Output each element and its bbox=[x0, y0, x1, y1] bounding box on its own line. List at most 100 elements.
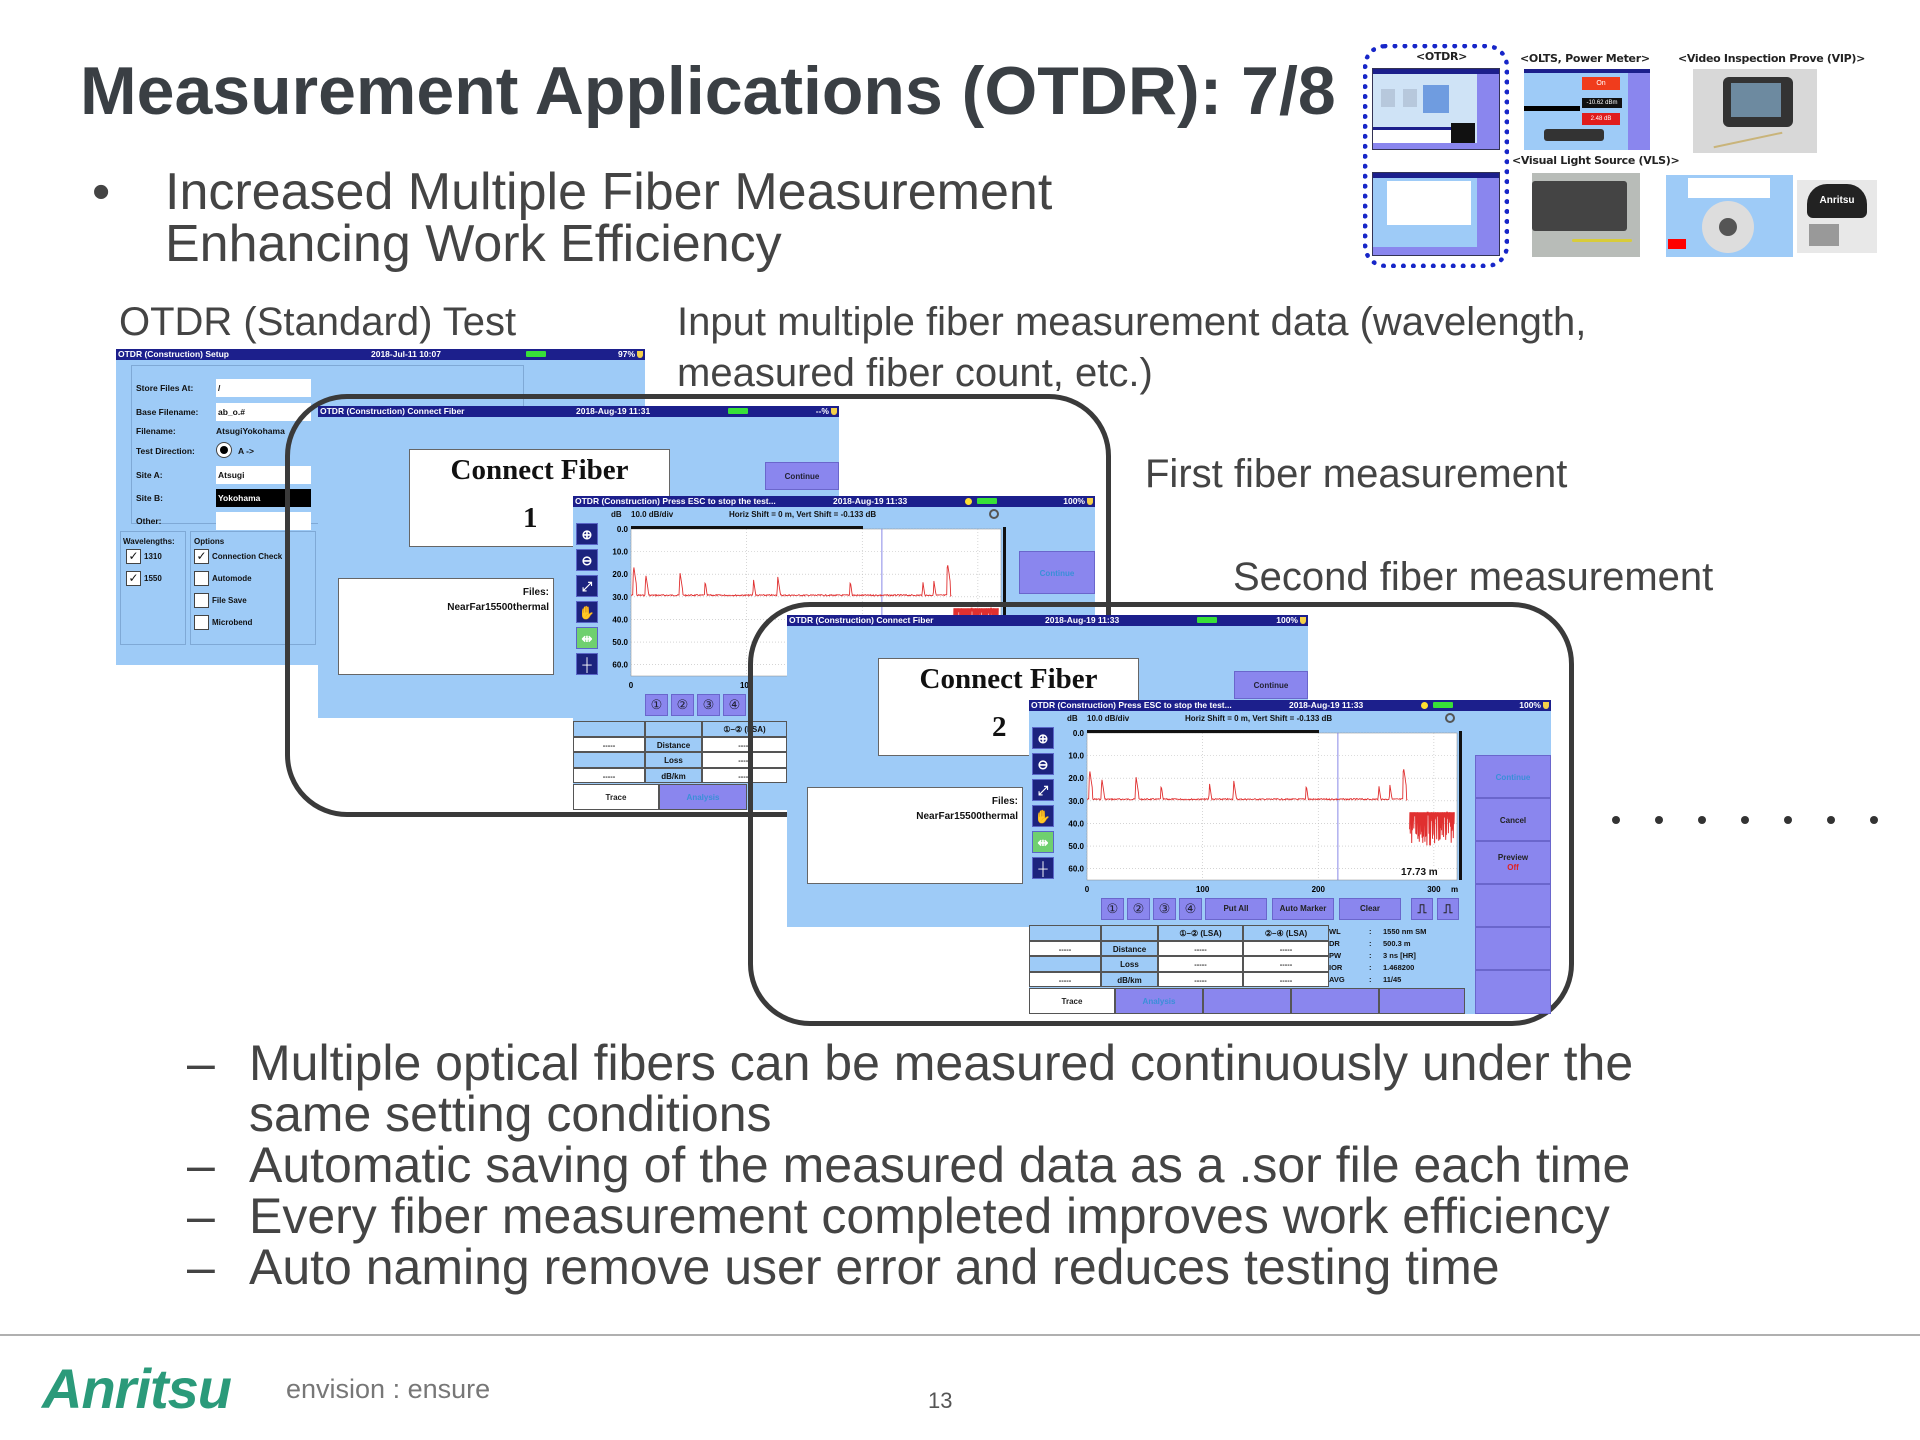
marker-2-button[interactable]: ② bbox=[1127, 898, 1150, 920]
dash-4: – bbox=[187, 1239, 215, 1295]
test-direction-value[interactable]: A -> bbox=[238, 446, 254, 456]
olts-thumb-label: <OLTS, Power Meter> bbox=[1520, 52, 1650, 65]
horizontal-shift-icon[interactable]: ⇹ bbox=[576, 627, 598, 649]
info-value: 1.468200 bbox=[1383, 963, 1415, 972]
footer-tagline: envision : ensure bbox=[286, 1374, 491, 1404]
info-value: 1550 nm SM bbox=[1383, 927, 1427, 936]
marker-3-button[interactable]: ③ bbox=[697, 694, 720, 716]
event-left-icon[interactable]: ⎍ bbox=[1411, 898, 1433, 920]
continue-button[interactable]: Continue bbox=[765, 462, 839, 490]
zoom-in-icon[interactable]: ⊕ bbox=[576, 523, 598, 545]
shift-readout: Horiz Shift = 0 m, Vert Shift = -0.133 d… bbox=[1185, 714, 1333, 723]
field-input[interactable]: / bbox=[216, 379, 311, 397]
info-value: 11/45 bbox=[1383, 975, 1402, 984]
continue-button[interactable]: Continue bbox=[1475, 755, 1551, 798]
vip-thumb[interactable] bbox=[1693, 69, 1817, 153]
x-tick-label: 0 bbox=[629, 681, 634, 690]
tab-trace[interactable]: Trace bbox=[1029, 988, 1115, 1014]
option-checkbox[interactable]: ✓ bbox=[194, 549, 209, 564]
zoom-in-icon[interactable]: ⊕ bbox=[1032, 727, 1054, 749]
auto-marker-button[interactable]: Auto Marker bbox=[1272, 898, 1334, 920]
power-plug-icon bbox=[1543, 702, 1549, 709]
screen-title: OTDR (Construction) Press ESC to stop th… bbox=[1031, 700, 1232, 710]
fiber-inspection-screen-thumb[interactable] bbox=[1666, 175, 1793, 257]
otdr-thumb-2[interactable] bbox=[1372, 172, 1500, 256]
pan-hand-icon[interactable]: ✋ bbox=[576, 601, 598, 623]
y-tick-label: 10.0 bbox=[1068, 752, 1084, 761]
marker-4-button[interactable]: ④ bbox=[723, 694, 746, 716]
event-right-icon[interactable]: ⎍ bbox=[1437, 898, 1459, 920]
anritsu-pouch-thumb[interactable]: Anritsu bbox=[1797, 180, 1877, 253]
clear-button[interactable]: Clear bbox=[1339, 898, 1401, 920]
title-bar: OTDR (Construction) Press ESC to stop th… bbox=[573, 496, 1095, 507]
reset-view-icon[interactable] bbox=[989, 509, 999, 519]
crosshair-icon[interactable]: ┼ bbox=[1032, 857, 1054, 879]
marker-3-button[interactable]: ③ bbox=[1153, 898, 1176, 920]
otdr-thumb-1[interactable] bbox=[1372, 68, 1500, 150]
first-fiber-label: First fiber measurement bbox=[1145, 452, 1568, 496]
olts-thumb[interactable]: On -10.62 dBm 2.48 dB bbox=[1524, 69, 1650, 150]
crosshair-icon[interactable]: ┼ bbox=[576, 653, 598, 675]
y-tick-label: 0.0 bbox=[617, 525, 629, 534]
continue-button[interactable]: Continue bbox=[1234, 671, 1308, 699]
side-button-empty[interactable] bbox=[1475, 884, 1551, 927]
battery-percent: --% bbox=[815, 406, 829, 416]
table-cell: ----- bbox=[573, 767, 645, 783]
continue-button[interactable]: Continue bbox=[1019, 551, 1095, 594]
field-input[interactable]: Atsugi bbox=[216, 466, 311, 484]
tab-analysis[interactable]: Analysis bbox=[1115, 988, 1203, 1014]
fit-screen-icon[interactable]: ⤢ bbox=[1032, 779, 1054, 801]
pan-hand-icon[interactable]: ✋ bbox=[1032, 805, 1054, 827]
cancel-button[interactable]: Cancel bbox=[1475, 798, 1551, 841]
zoom-out-icon[interactable]: ⊖ bbox=[1032, 753, 1054, 775]
tab-empty[interactable] bbox=[1379, 988, 1465, 1014]
info-key: WL bbox=[1329, 927, 1341, 936]
preview-state: Off bbox=[1507, 863, 1519, 872]
marker-1-button[interactable]: ① bbox=[645, 694, 668, 716]
field-label: Other: bbox=[136, 516, 162, 526]
title-bar: OTDR (Construction) Press ESC to stop th… bbox=[1029, 700, 1551, 711]
tab-empty[interactable] bbox=[1203, 988, 1291, 1014]
field-input[interactable]: Yokohama bbox=[216, 489, 311, 507]
horizontal-shift-icon[interactable]: ⇹ bbox=[1032, 831, 1054, 853]
option-label: File Save bbox=[212, 596, 247, 605]
info-key: PW bbox=[1329, 951, 1342, 960]
bullet-line-2: Enhancing Work Efficiency bbox=[165, 215, 782, 273]
tab-trace[interactable]: Trace bbox=[573, 784, 659, 810]
test-direction-radio[interactable] bbox=[216, 442, 232, 458]
y-tick-label: 10.0 bbox=[612, 548, 628, 557]
tab-empty[interactable] bbox=[1291, 988, 1379, 1014]
table-cell: ----- bbox=[1029, 971, 1101, 987]
table-cell: ----- bbox=[1243, 956, 1329, 972]
battery-percent: 100% bbox=[1063, 496, 1085, 506]
zoom-out-icon[interactable]: ⊖ bbox=[576, 549, 598, 571]
fit-screen-icon[interactable]: ⤢ bbox=[576, 575, 598, 597]
wavelength-1310-checkbox[interactable]: ✓ bbox=[126, 549, 141, 564]
dash-3: – bbox=[187, 1188, 215, 1244]
y-tick-label: 50.0 bbox=[1068, 842, 1084, 851]
tab-analysis[interactable]: Analysis bbox=[659, 784, 747, 810]
marker-1-button[interactable]: ① bbox=[1101, 898, 1124, 920]
put-all-button[interactable]: Put All bbox=[1205, 898, 1267, 920]
marker-4-button[interactable]: ④ bbox=[1179, 898, 1202, 920]
option-checkbox[interactable] bbox=[194, 571, 209, 586]
battery-percent: 97% bbox=[617, 349, 635, 359]
side-button-empty[interactable] bbox=[1475, 927, 1551, 970]
fiber-number: 1 bbox=[523, 502, 538, 534]
wavelength-1550-checkbox[interactable]: ✓ bbox=[126, 571, 141, 586]
vls-thumb[interactable] bbox=[1532, 173, 1640, 257]
option-checkbox[interactable] bbox=[194, 615, 209, 630]
vip-thumb-label: <Video Inspection Prove (VIP)> bbox=[1678, 52, 1866, 65]
connect-fiber-heading: Connect Fiber bbox=[450, 454, 629, 486]
marker-2-button[interactable]: ② bbox=[671, 694, 694, 716]
reset-view-icon[interactable] bbox=[1445, 713, 1455, 723]
field-input[interactable] bbox=[216, 512, 311, 530]
row-label: Loss bbox=[645, 752, 702, 768]
side-button-empty[interactable] bbox=[1475, 970, 1551, 1014]
file-name: NearFar15500thermal bbox=[916, 811, 1018, 822]
field-input[interactable]: ab_o.# bbox=[216, 403, 311, 421]
second-fiber-label: Second fiber measurement bbox=[1233, 555, 1714, 599]
option-checkbox[interactable] bbox=[194, 593, 209, 608]
